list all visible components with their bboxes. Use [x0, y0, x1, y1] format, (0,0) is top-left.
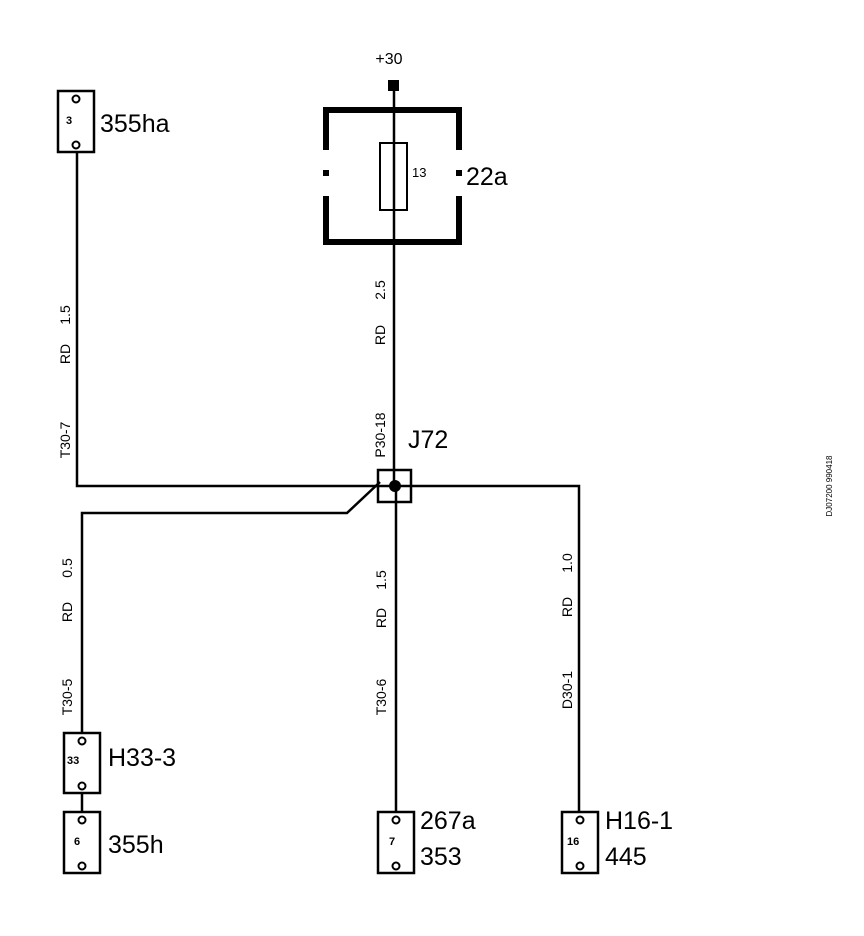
wire-size-bottom-center: 1.5 — [373, 570, 389, 590]
wire-id-top-left: T30-7 — [57, 422, 73, 459]
splice-j72: J72 — [376, 426, 448, 504]
wire-color-bottom-right: RD — [559, 597, 575, 617]
wire-id-bottom-center: T30-6 — [373, 679, 389, 716]
connector-label: 355h — [108, 831, 164, 859]
connector-355h: 6 355h — [62, 810, 164, 875]
connector-pin-hole — [77, 781, 87, 791]
wire-size-bottom-left: 0.5 — [59, 558, 75, 578]
wire-labels: 1.5 RD T30-7 2.5 RD P30-18 0.5 RD T30-5 … — [57, 280, 575, 715]
connector-label: 355ha — [100, 110, 170, 138]
connector-h33-3: 33 H33-3 — [62, 731, 176, 795]
connector-pin-hole — [71, 140, 81, 150]
wire-size-bottom-right: 1.0 — [559, 553, 575, 573]
connector-pin-number: 7 — [389, 836, 395, 848]
connector-pin-hole — [391, 861, 401, 871]
supply-terminal: +30 — [375, 51, 403, 91]
connector-pin-number: 3 — [66, 115, 72, 127]
wire-color-bottom-center: RD — [373, 608, 389, 628]
connector-label-secondary: 353 — [420, 843, 462, 871]
connector-pin-number: 33 — [67, 755, 79, 767]
connector-pin-hole — [71, 94, 81, 104]
connector-label: H33-3 — [108, 744, 176, 772]
wire-bottom-left — [80, 481, 381, 733]
wire-size-top-left: 1.5 — [57, 305, 73, 325]
connector-pin-hole — [77, 736, 87, 746]
wire-color-top-left: RD — [57, 344, 73, 364]
connector-pin-number: 6 — [74, 836, 80, 848]
wire-id-bottom-left: T30-5 — [59, 679, 75, 716]
wire-color-top-center: RD — [372, 325, 388, 345]
connector-label: H16-1 — [605, 807, 673, 835]
wires — [75, 91, 581, 812]
wire-color-bottom-left: RD — [59, 602, 75, 622]
wire-id-bottom-right: D30-1 — [559, 671, 575, 709]
connector-pin-hole — [391, 815, 401, 825]
reference-code: DJ07200 990418 — [825, 455, 834, 516]
connector-pin-number: 16 — [567, 836, 579, 848]
connector-pin-hole — [575, 815, 585, 825]
fuse-number: 13 — [412, 165, 426, 180]
connector-label-secondary: 445 — [605, 843, 647, 871]
splice-label: J72 — [408, 426, 448, 454]
fuse-id-label: 22a — [466, 163, 508, 191]
fuse-frame-bottom — [323, 196, 462, 245]
fuse-frame-top — [323, 107, 462, 150]
wire-size-top-center: 2.5 — [372, 280, 388, 300]
supply-label: +30 — [375, 51, 402, 68]
connector-355ha: 3 355ha — [56, 89, 170, 154]
splice-dot — [389, 480, 401, 492]
connector-pin-hole — [575, 861, 585, 871]
fuse-22a: 13 22a — [323, 107, 508, 245]
connector-267a: 7 267a 353 — [376, 807, 476, 875]
connector-pin-hole — [77, 861, 87, 871]
connector-label: 267a — [420, 807, 476, 835]
wire-horizontal-bus — [75, 152, 581, 812]
supply-terminal-square — [388, 80, 399, 91]
connector-h16-1: 16 H16-1 445 — [560, 807, 673, 875]
splice-box — [376, 468, 413, 504]
connector-pin-hole — [77, 815, 87, 825]
wire-id-top-center: P30-18 — [372, 412, 388, 457]
